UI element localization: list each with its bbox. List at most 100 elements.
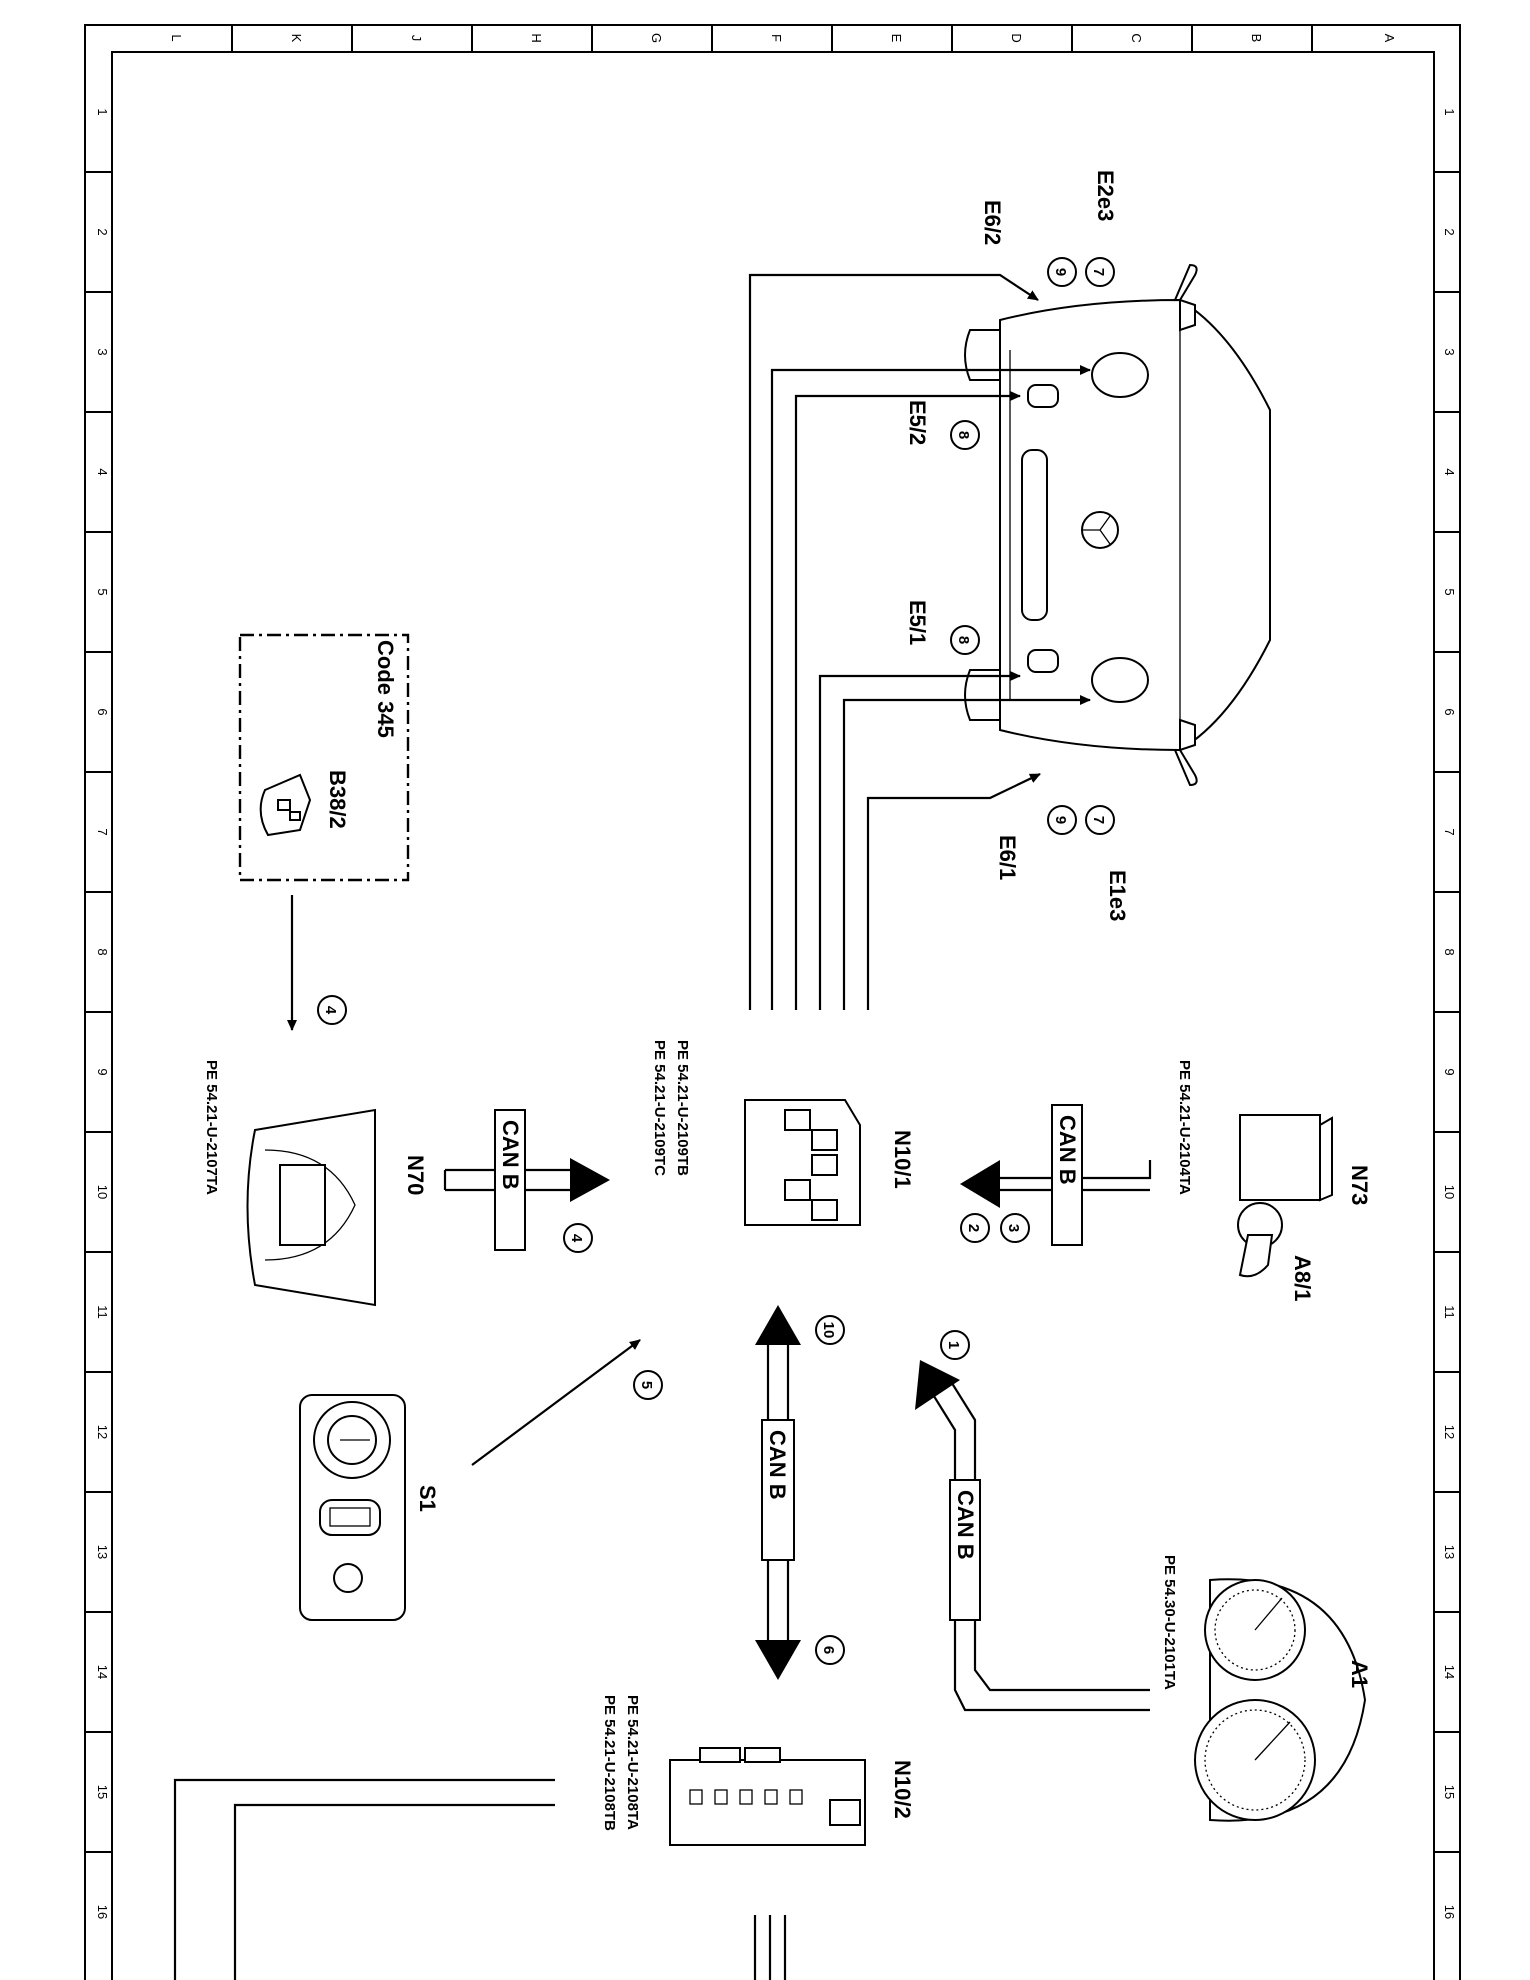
grid-number-right-1: 1 <box>1442 108 1457 115</box>
n73-label: N73 <box>1347 1165 1372 1205</box>
b38-2-label: B38/2 <box>325 770 350 829</box>
headlamp-right <box>1091 657 1149 703</box>
grid-letter-K: K <box>289 34 304 43</box>
grid-number-left-7: 7 <box>95 828 110 835</box>
n70-overhead-control-panel <box>246 1108 376 1307</box>
n73-ignition-switch <box>1237 1114 1333 1278</box>
grid-number-left-9: 9 <box>95 1068 110 1075</box>
front-grille <box>1021 449 1048 621</box>
grid-number-left-10: 10 <box>95 1185 110 1199</box>
n10-1-ref-1: PE 54.21-U-2109TB <box>674 1040 691 1176</box>
grid-letters: L K J H G F E D C B A <box>169 33 1397 43</box>
label-e6-1: E6/1 <box>995 835 1020 880</box>
grid-number-right-6: 6 <box>1442 708 1457 715</box>
a1-ref: PE 54.30-U-2101TA <box>1161 1555 1178 1690</box>
n10-1-label: N10/1 <box>890 1130 915 1189</box>
grid-number-right-2: 2 <box>1442 228 1457 235</box>
svg-text:9: 9 <box>1052 268 1069 276</box>
can-b-label-1: CAN B <box>1055 1115 1080 1185</box>
callout-10: 10 <box>815 1315 845 1345</box>
grid-letter-C: C <box>1129 33 1144 42</box>
grid-letter-J: J <box>409 35 424 42</box>
n10-1-sam-module <box>744 1099 861 1226</box>
label-e5-2: E5/2 <box>905 400 930 445</box>
star-emblem <box>1081 511 1119 549</box>
svg-text:6: 6 <box>820 1646 837 1654</box>
callout-7-top: 7 <box>1085 257 1115 287</box>
grid-number-right-5: 5 <box>1442 588 1457 595</box>
grid-number-right-8: 8 <box>1442 948 1457 955</box>
grid-number-right-16: 16 <box>1442 1905 1457 1919</box>
label-e6-2: E6/2 <box>980 200 1005 245</box>
can-b-label-3: CAN B <box>765 1430 790 1500</box>
a1-instrument-cluster <box>1194 1578 1367 1822</box>
svg-text:3: 3 <box>1005 1224 1022 1232</box>
grid-number-right-15: 15 <box>1442 1785 1457 1799</box>
svg-text:8: 8 <box>955 431 972 439</box>
can-b-a1-to-n10-1: CAN B <box>915 1360 1150 1712</box>
grid-letter-A: A <box>1382 34 1397 43</box>
sheet-frame: L K J H G F E D C B A 1 2 3 4 5 6 7 8 9 … <box>84 24 1461 1980</box>
callout-8-top: 8 <box>950 420 980 450</box>
callout-4-bottom: 4 <box>563 1223 593 1253</box>
grid-number-right-12: 12 <box>1442 1425 1457 1439</box>
svg-text:7: 7 <box>1090 816 1107 824</box>
grid-number-left-6: 6 <box>95 708 110 715</box>
grid-number-left-14: 14 <box>95 1665 110 1679</box>
n10-2-label: N10/2 <box>890 1760 915 1819</box>
callout-9-bottom: 9 <box>1047 805 1077 835</box>
grid-number-left-2: 2 <box>95 228 110 235</box>
grid-letter-D: D <box>1009 33 1024 42</box>
grid-number-left-4: 4 <box>95 468 110 475</box>
svg-text:9: 9 <box>1052 816 1069 824</box>
fog-light-button-icon <box>333 1563 363 1593</box>
grid-number-left-3: 3 <box>95 348 110 355</box>
grid-number-left-1: 1 <box>95 108 110 115</box>
s1-light-switch <box>299 1394 406 1621</box>
svg-text:4: 4 <box>568 1234 585 1243</box>
fog-lamp-right <box>1027 649 1059 673</box>
callout-2: 2 <box>960 1213 990 1243</box>
fog-lamp-left <box>1027 384 1059 408</box>
svg-text:5: 5 <box>638 1381 655 1389</box>
grid-numbers: 1 2 3 4 5 6 7 8 9 10 11 12 13 14 15 16 1… <box>95 108 1457 1919</box>
n10-2-sam-module <box>669 1747 866 1846</box>
label-e1e3: E1e3 <box>1105 870 1130 921</box>
column-grid <box>231 25 1313 52</box>
n70-label: N70 <box>403 1155 428 1195</box>
s1-to-n10-1-wire <box>471 1339 641 1466</box>
callout-5: 5 <box>633 1370 663 1400</box>
n73-ref: PE 54.21-U-2104TA <box>1176 1060 1193 1195</box>
svg-text:10: 10 <box>820 1322 837 1339</box>
grid-number-right-3: 3 <box>1442 348 1457 355</box>
callout-1: 1 <box>940 1330 970 1360</box>
grid-letter-H: H <box>529 33 544 42</box>
lamp-wires <box>748 273 1091 1010</box>
grid-number-left-15: 15 <box>95 1785 110 1799</box>
svg-text:7: 7 <box>1090 268 1107 276</box>
grid-letter-E: E <box>889 34 904 43</box>
svg-text:8: 8 <box>955 636 972 644</box>
callout-9-top: 9 <box>1047 257 1077 287</box>
mirror-bottom <box>1173 749 1198 787</box>
can-b-n10-1-to-n10-2: CAN B <box>755 1305 801 1680</box>
grid-number-right-10: 10 <box>1442 1185 1457 1199</box>
a1-label: A1 <box>1347 1660 1372 1688</box>
callout-4-top: 4 <box>317 995 347 1025</box>
grid-number-left-8: 8 <box>95 948 110 955</box>
callout-8-bottom: 8 <box>950 625 980 655</box>
grid-letter-L: L <box>169 34 184 41</box>
grid-number-left-16: 16 <box>95 1905 110 1919</box>
can-b-n73-to-n10-1: CAN B <box>960 1104 1152 1246</box>
grid-number-right-14: 14 <box>1442 1665 1457 1679</box>
rain-light-sensor-icon <box>259 773 312 837</box>
mirror-top <box>1173 263 1198 301</box>
grid-letter-G: G <box>649 33 664 43</box>
svg-text:4: 4 <box>322 1006 339 1015</box>
label-e2e3: E2e3 <box>1093 170 1118 221</box>
row-grid <box>85 171 1460 1853</box>
can-b-n70-to-n10-1: CAN B <box>443 1109 610 1251</box>
code-345-label: Code 345 <box>373 640 398 738</box>
grid-number-left-5: 5 <box>95 588 110 595</box>
